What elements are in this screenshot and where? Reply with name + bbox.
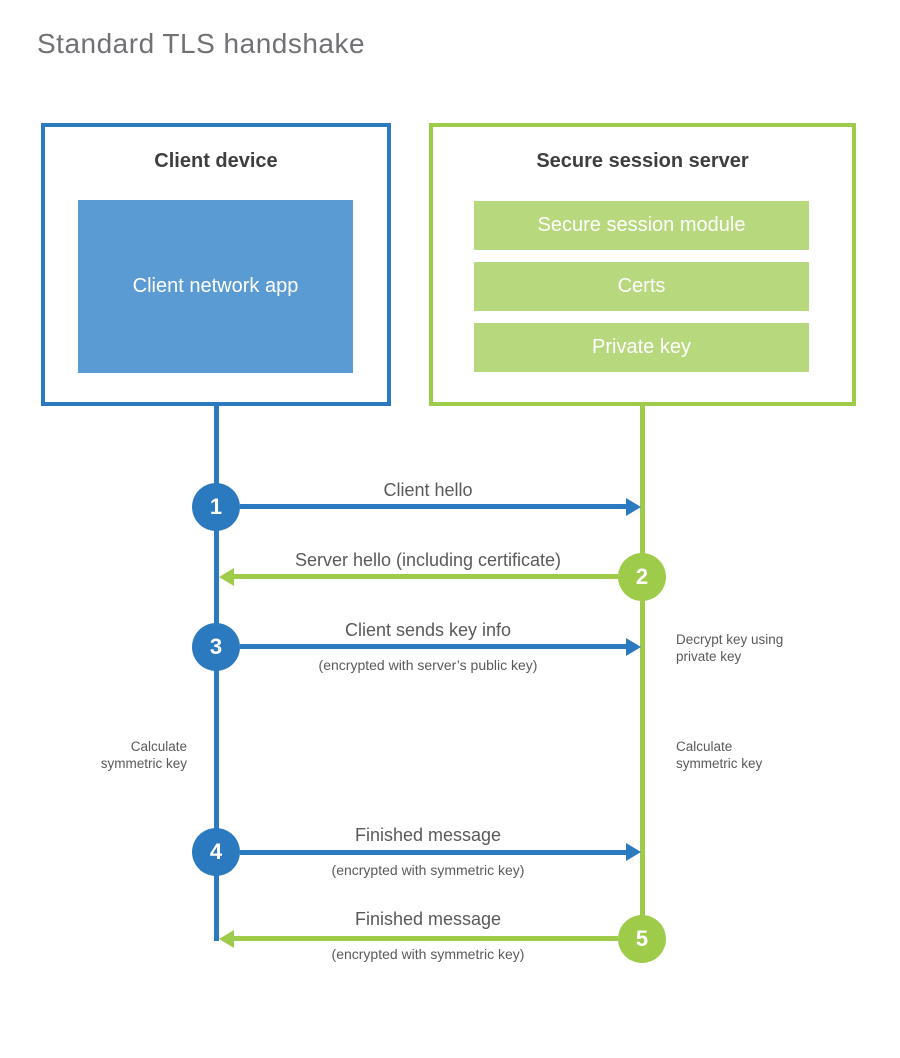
step-4-arrowhead — [626, 843, 641, 861]
step-4-arrow — [240, 850, 626, 855]
step-5-arrowhead — [219, 930, 234, 948]
step-3-arrowhead — [626, 638, 641, 656]
client-network-app-label: Client network app — [132, 275, 299, 297]
note-calc-symmetric-right: Calculate symmetric key — [676, 739, 763, 772]
step-3-label: Client sends key info — [344, 620, 512, 640]
module-certs: Certs — [474, 262, 809, 311]
note-calc-symmetric-left: Calculate symmetric key — [100, 739, 187, 772]
step-2-badge: 2 — [618, 553, 666, 601]
server-lifeline — [640, 406, 645, 939]
server-box: Secure session server Secure session mod… — [429, 123, 856, 406]
step-5-badge: 5 — [618, 915, 666, 963]
module-private-key: Private key — [474, 323, 809, 372]
module-secure-session: Secure session module — [474, 201, 809, 250]
diagram-title: Standard TLS handshake — [37, 28, 366, 59]
step-3-sublabel: (encrypted with server’s public key) — [318, 657, 538, 673]
step-3-arrow — [240, 644, 626, 649]
step-1-label: Client hello — [383, 480, 473, 500]
step-5-label: Finished message — [354, 909, 502, 929]
client-network-app-module: Client network app — [78, 200, 353, 373]
step-1-badge: 1 — [192, 483, 240, 531]
note-decrypt-key: Decrypt key using private key — [676, 632, 784, 665]
server-heading: Secure session server — [536, 150, 749, 172]
client-device-heading: Client device — [154, 150, 278, 172]
step-5-arrow — [233, 936, 618, 941]
step-4-badge: 4 — [192, 828, 240, 876]
step-2-label: Server hello (including certificate) — [294, 550, 562, 570]
step-4-label: Finished message — [354, 825, 502, 845]
step-1-arrowhead — [626, 498, 641, 516]
step-2-arrow — [233, 574, 618, 579]
client-device-box: Client device Client network app — [41, 123, 391, 406]
step-2-arrowhead — [219, 568, 234, 586]
client-lifeline — [214, 406, 219, 941]
step-3-badge: 3 — [192, 623, 240, 671]
step-5-sublabel: (encrypted with symmetric key) — [331, 946, 525, 962]
step-1-arrow — [240, 504, 626, 509]
step-4-sublabel: (encrypted with symmetric key) — [331, 862, 525, 878]
